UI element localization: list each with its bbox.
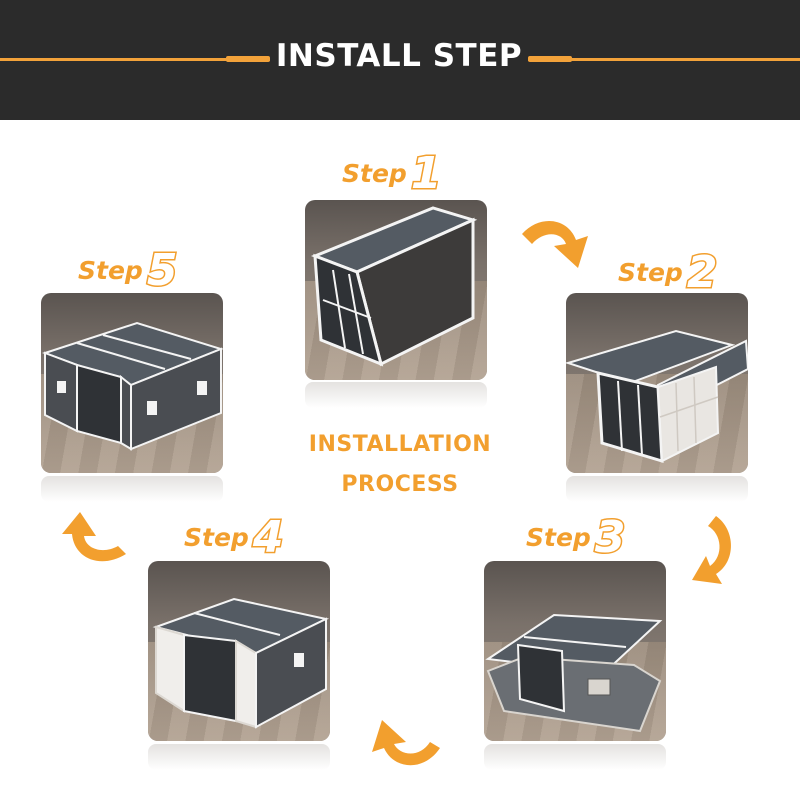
step-4-label: Step4	[184, 511, 285, 565]
step-3-photo	[484, 561, 666, 741]
center-title-line-1: INSTALLATION	[308, 432, 492, 457]
expanded-floor-illustration	[485, 613, 663, 733]
curved-arrow-icon	[692, 516, 731, 584]
center-title-line-2: PROCESS	[341, 472, 459, 497]
step-2-photo	[566, 293, 748, 473]
step-5-label: Step5	[78, 244, 179, 298]
header-accent-left	[226, 56, 270, 62]
step-2-reflection	[566, 476, 748, 502]
step-2-label: Step2	[618, 246, 719, 300]
step-4-reflection	[148, 744, 330, 770]
step-1-reflection	[305, 382, 487, 408]
completed-house-illustration	[41, 321, 223, 451]
unfolding-container-illustration	[566, 329, 748, 464]
curved-arrow-icon	[62, 512, 126, 562]
step-3-label: Step3	[526, 511, 627, 565]
curved-arrow-icon	[372, 720, 440, 766]
step-5-reflection	[41, 476, 223, 502]
header-banner: INSTALL STEP	[0, 0, 800, 120]
step-5-photo	[41, 293, 223, 473]
curved-arrow-icon	[522, 221, 588, 268]
page-title: INSTALL STEP	[275, 38, 523, 74]
header-rule-left	[0, 58, 270, 61]
header-rule-right	[528, 58, 800, 61]
step-4-photo	[148, 561, 330, 741]
step-3-reflection	[484, 744, 666, 770]
folded-container-illustration	[310, 206, 478, 367]
step-1-label: Step1	[342, 147, 443, 201]
walls-raised-illustration	[152, 597, 330, 729]
step-1-photo	[305, 200, 487, 380]
